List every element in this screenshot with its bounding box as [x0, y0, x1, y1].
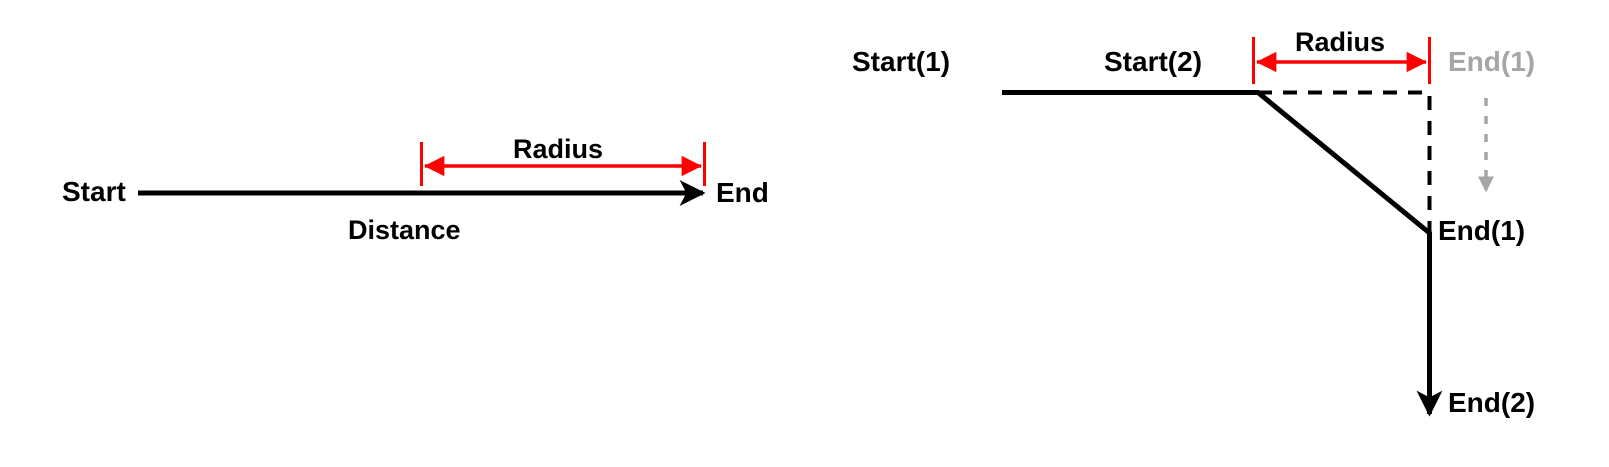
label-distance: Distance [348, 215, 461, 245]
toolpath-polyline [1002, 90, 1443, 417]
label-start-1: Start(1) [852, 46, 951, 77]
label-start-2: Start(2) [1104, 46, 1203, 77]
label-end-2: End(2) [1448, 387, 1536, 418]
label-end: End [716, 177, 769, 208]
label-radius-right-panel: Radius [1295, 27, 1386, 57]
label-end-1: End(1) [1438, 215, 1526, 246]
label-end-1-ghost: End(1) [1448, 46, 1536, 77]
original-corner-dashed-path [1258, 90, 1432, 233]
label-radius-left-panel: Radius [513, 134, 604, 164]
label-start: Start [62, 176, 126, 207]
